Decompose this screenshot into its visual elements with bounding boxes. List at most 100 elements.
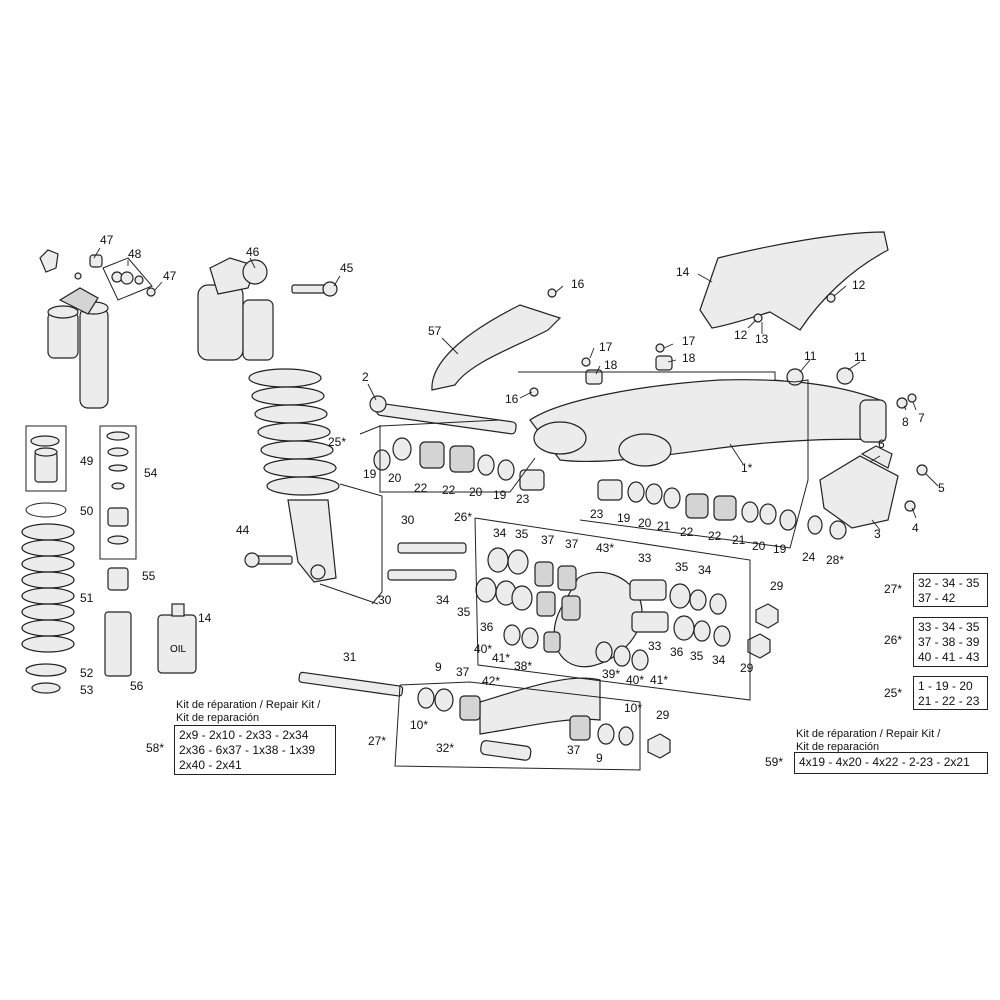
callout-47a: 47 bbox=[100, 233, 114, 247]
callout-10a: 10* bbox=[410, 718, 428, 732]
callout-50: 50 bbox=[80, 504, 94, 518]
callout-20b: 20 bbox=[469, 485, 483, 499]
callout-22a: 22 bbox=[414, 481, 428, 495]
callout-labels: 47 48 47 46 45 16 16 57 2 17 18 17 18 14… bbox=[80, 233, 945, 765]
callout-9b: 9 bbox=[596, 751, 603, 765]
callout-41b: 41* bbox=[650, 673, 668, 687]
callout-12b: 12 bbox=[734, 328, 748, 342]
callout-31: 31 bbox=[343, 650, 357, 664]
axle-31 bbox=[298, 671, 404, 697]
kit26-tag: 26* bbox=[884, 633, 903, 647]
kit26-contents: 33 - 34 - 35 37 - 38 - 39 40 - 41 - 43 bbox=[913, 617, 988, 667]
linkage-bearings bbox=[417, 547, 731, 761]
callout-25: 25* bbox=[328, 435, 346, 449]
callout-54: 54 bbox=[144, 466, 158, 480]
chain-guide bbox=[431, 304, 562, 391]
callout-7: 7 bbox=[918, 411, 925, 425]
leader-lines bbox=[93, 247, 939, 531]
kit58-tag: 58* bbox=[146, 741, 165, 755]
callout-30a: 30 bbox=[401, 513, 415, 527]
callout-53: 53 bbox=[80, 683, 94, 697]
kit58-contents: 2x9 - 2x10 - 2x33 - 2x34 2x36 - 6x37 - 1… bbox=[174, 725, 336, 775]
callout-35c: 35 bbox=[457, 605, 471, 619]
nuts-29 bbox=[647, 603, 779, 759]
callout-8: 8 bbox=[902, 415, 909, 429]
callout-34a: 34 bbox=[493, 526, 507, 540]
swingarm bbox=[529, 379, 887, 467]
kit25-contents: 1 - 19 - 20 21 - 22 - 23 bbox=[913, 676, 988, 710]
callout-19d: 19 bbox=[773, 542, 787, 556]
callout-18b: 18 bbox=[682, 351, 696, 365]
small-hardware bbox=[529, 288, 928, 512]
callout-22b: 22 bbox=[442, 483, 456, 497]
callout-34b: 34 bbox=[698, 563, 712, 577]
callout-15: 14 bbox=[676, 265, 690, 279]
kit59-heading: Kit de réparation / Repair Kit / Kit de … bbox=[796, 728, 941, 753]
callout-9a: 9 bbox=[435, 660, 442, 674]
callout-44: 44 bbox=[236, 523, 250, 537]
callout-19c: 19 bbox=[617, 511, 631, 525]
kit27-outline bbox=[394, 681, 641, 771]
callout-48: 48 bbox=[128, 247, 142, 261]
spring-51 bbox=[21, 523, 75, 653]
callout-43: 43* bbox=[596, 541, 614, 555]
callout-37c: 37 bbox=[456, 665, 470, 679]
kit59-tag: 59* bbox=[765, 755, 784, 769]
callout-37a: 37 bbox=[541, 533, 555, 547]
kit25-tag: 25* bbox=[884, 686, 903, 700]
callout-26: 26* bbox=[454, 510, 472, 524]
callout-12a: 12 bbox=[852, 278, 866, 292]
callout-19a: 19 bbox=[363, 467, 377, 481]
chain-guard bbox=[699, 231, 889, 331]
callout-27: 27* bbox=[368, 734, 386, 748]
shock-absorber bbox=[197, 257, 340, 583]
callout-11b: 11 bbox=[854, 350, 867, 364]
callout-18a: 18 bbox=[604, 358, 618, 372]
callout-20d: 20 bbox=[752, 539, 766, 553]
callout-49: 49 bbox=[80, 454, 94, 468]
callout-29c: 29 bbox=[656, 708, 670, 722]
callout-35b: 35 bbox=[675, 560, 689, 574]
callout-38: 38* bbox=[514, 659, 532, 673]
callout-21b: 21 bbox=[732, 533, 746, 547]
shock-reservoir bbox=[39, 249, 156, 409]
swingarm-axle bbox=[369, 395, 517, 435]
callout-55: 55 bbox=[142, 569, 156, 583]
callout-20c: 20 bbox=[638, 516, 652, 530]
callout-33a: 33 bbox=[638, 551, 652, 565]
callout-34d: 34 bbox=[712, 653, 726, 667]
kit27-contents: 32 - 34 - 35 37 - 42 bbox=[913, 573, 988, 607]
part-48-kit bbox=[102, 257, 153, 301]
callout-37b: 37 bbox=[565, 537, 579, 551]
callout-10b: 10* bbox=[624, 701, 642, 715]
callout-56: 56 bbox=[130, 679, 144, 693]
callout-34c: 34 bbox=[436, 593, 450, 607]
callout-46: 46 bbox=[246, 245, 260, 259]
callout-13: 13 bbox=[755, 332, 769, 346]
spring-assembly-parts: OIL bbox=[21, 425, 197, 694]
callout-11a: 11 bbox=[804, 349, 817, 363]
callout-45: 45 bbox=[340, 261, 354, 275]
callout-23a: 23 bbox=[516, 492, 530, 506]
callout-22c: 22 bbox=[680, 525, 694, 539]
callout-41a: 41* bbox=[492, 651, 510, 665]
callout-35a: 35 bbox=[515, 527, 529, 541]
shock-spring bbox=[248, 368, 340, 496]
callout-22d: 22 bbox=[708, 529, 722, 543]
callout-1: 1* bbox=[741, 461, 753, 475]
linkage-rod bbox=[479, 677, 601, 735]
callout-2: 2 bbox=[362, 370, 369, 384]
callout-36a: 36 bbox=[480, 620, 494, 634]
callout-52: 52 bbox=[80, 666, 94, 680]
callout-30b: 30 bbox=[378, 593, 392, 607]
callout-29b: 29 bbox=[740, 661, 754, 675]
kit27-tag: 27* bbox=[884, 582, 903, 596]
callout-57: 57 bbox=[428, 324, 442, 338]
callout-33b: 33 bbox=[648, 639, 662, 653]
bolts bbox=[244, 281, 338, 568]
callout-32: 32* bbox=[436, 741, 454, 755]
callout-24: 24 bbox=[802, 550, 816, 564]
callout-47b: 47 bbox=[163, 269, 177, 283]
callout-3: 3 bbox=[874, 527, 881, 541]
